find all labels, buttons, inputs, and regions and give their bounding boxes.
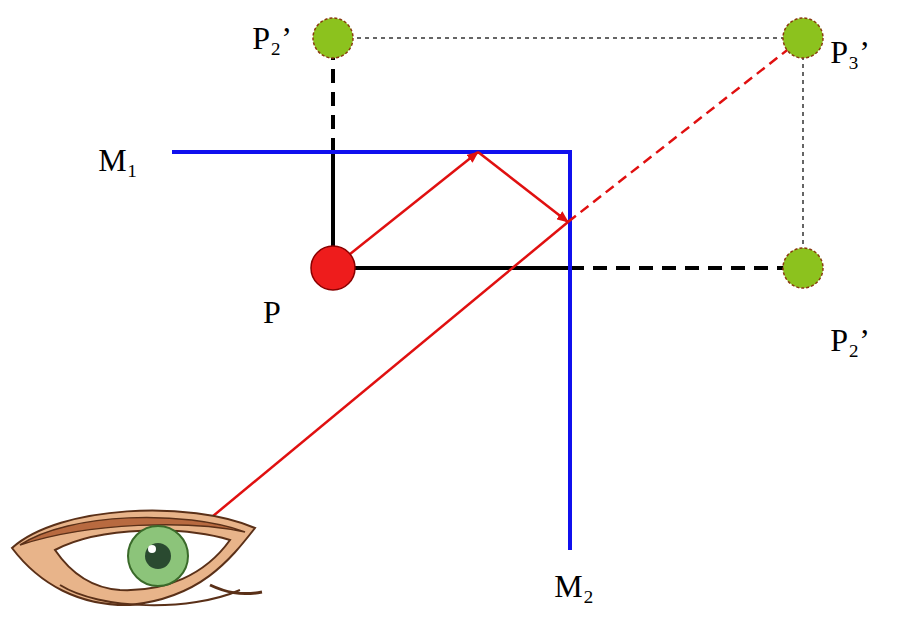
mirror [172, 152, 570, 550]
light-ray [172, 222, 568, 550]
light-ray [340, 152, 478, 262]
normal-line [333, 266, 570, 270]
virtual-ray [568, 40, 800, 222]
image-label: P₃’ [830, 34, 870, 71]
image-point [313, 18, 353, 58]
object-point [311, 246, 355, 290]
image-label: P₂’ [252, 20, 292, 57]
normal-extension [570, 266, 803, 270]
light-ray [478, 152, 568, 222]
image-point [783, 18, 823, 58]
image-point [783, 248, 823, 288]
object-label: P [263, 294, 281, 331]
eye-icon [12, 511, 262, 606]
mirror-label: M₂ [554, 568, 594, 605]
mirror-label: M₁ [98, 142, 138, 179]
image-label: P₂’ [830, 322, 870, 359]
